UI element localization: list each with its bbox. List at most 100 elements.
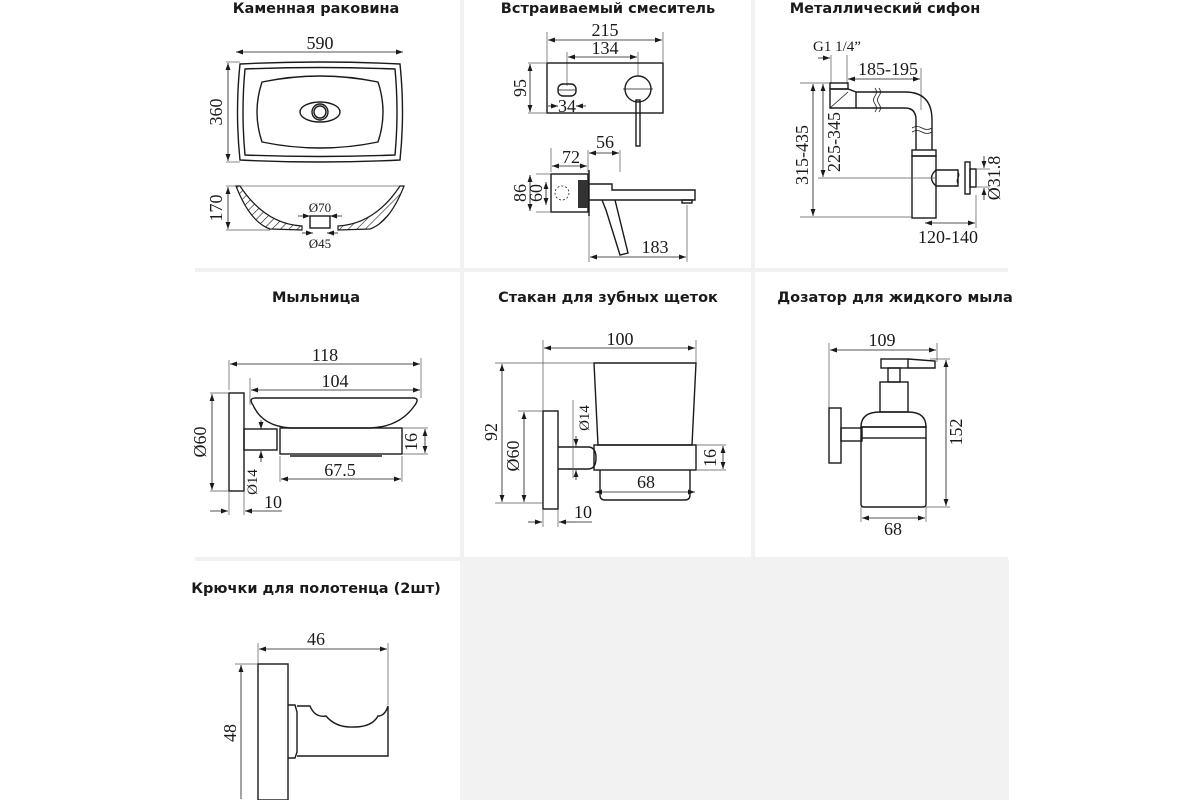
card-title: Мыльница (272, 290, 360, 306)
drain-inner (313, 105, 327, 119)
tray-holder (279, 427, 403, 455)
card-siphon: Металлический сифон G1 1/4” 185-195 (790, 1, 1004, 247)
dim-stem: Ø14 (577, 405, 593, 431)
cartridge (554, 185, 570, 201)
sink-bowl (256, 75, 384, 149)
dim-total: 109 (869, 330, 896, 350)
dim-dish: 104 (322, 371, 349, 391)
dim-thread: G1 1/4” (813, 39, 861, 55)
wall-flange (257, 663, 289, 800)
sink-rim-inner (242, 66, 398, 158)
dim-height: 152 (946, 419, 966, 446)
dim-spout: 183 (642, 237, 669, 257)
wall-flange (542, 410, 559, 510)
spout (589, 183, 696, 201)
card-soap-dispenser: Дозатор для жидкого мыла 109 152 68 (777, 290, 1013, 539)
pipe-inner (856, 107, 917, 150)
break-mark (956, 171, 960, 185)
card-towel-hooks: Крючки для полотенца (2шт) 46 48 (191, 581, 441, 800)
hook-arm (297, 705, 389, 757)
card-toothbrush-glass: Стакан для зубных щеток 100 92 Ø60 Ø14 (481, 290, 726, 527)
glass-bottom (599, 470, 691, 501)
stem (243, 428, 278, 451)
pump-stem (887, 367, 901, 383)
dim-holder: 16 (700, 449, 720, 467)
wall-flange (228, 392, 245, 492)
lever-side (601, 199, 629, 256)
wall-flange (964, 161, 971, 195)
card-title: Встраиваемый смеситель (501, 1, 715, 17)
dim-height-inner: 60 (526, 184, 546, 202)
glass-cup (593, 362, 697, 446)
dim-wall-distance: 120-140 (918, 227, 978, 247)
dim-height: 48 (220, 724, 240, 742)
break-mark (911, 130, 933, 134)
dim-height: 170 (206, 195, 226, 222)
dim-plate-height: 95 (510, 79, 530, 97)
stem (840, 427, 863, 442)
mixer-lever (635, 99, 641, 147)
siphon-body (911, 155, 937, 219)
dim-total: 100 (607, 329, 634, 349)
break-mark (873, 87, 877, 113)
dim-stem: Ø14 (245, 469, 261, 495)
dim-outlet-diameter: Ø31.8 (984, 156, 1004, 201)
sink-wall-right (337, 185, 405, 231)
sink-rim-outer (236, 61, 404, 163)
separator-col-1 (460, 0, 464, 560)
dim-width: 590 (307, 33, 334, 53)
pump-collar (879, 381, 909, 413)
dim-height-outlet: 225-345 (824, 112, 844, 172)
pipe-outer (856, 91, 933, 150)
dim-height-outer: 86 (510, 184, 530, 202)
dim-depth: 360 (206, 99, 226, 126)
break-mark (877, 87, 881, 113)
dim-base: Ø60 (503, 441, 523, 472)
dim-flange: 10 (264, 492, 282, 512)
wall-socket (969, 168, 977, 188)
aerator (681, 199, 693, 204)
card-title: Дозатор для жидкого мыла (777, 290, 1013, 306)
card-soap-dish: Мыльница 118 104 Ø60 Ø14 16 (190, 290, 428, 515)
dim-glass: 68 (637, 472, 655, 492)
dim-plate-width: 215 (592, 20, 619, 40)
separator-col-2 (751, 0, 755, 560)
pump-head (880, 358, 909, 369)
dispenser-glass (860, 438, 927, 508)
pump-spout (907, 358, 936, 369)
dim-reach: 185-195 (858, 59, 918, 79)
dim-outlet-inner: Ø45 (309, 236, 331, 251)
wall-flange (828, 407, 842, 464)
dim-height-total: 315-435 (792, 125, 812, 185)
dim-front-depth: 56 (596, 132, 614, 152)
mixer-thread (578, 180, 588, 208)
siphon-nut (829, 82, 849, 90)
dim-total: 118 (312, 345, 338, 365)
sink-wall-left (235, 185, 303, 231)
dim-body-depth: 72 (562, 147, 580, 167)
drain-outer (299, 101, 341, 123)
pump-cap (860, 411, 927, 428)
siphon-outlet (936, 169, 959, 187)
mixer-plate (546, 62, 664, 114)
card-mixer: Встраиваемый смеситель 215 134 95 34 (501, 1, 715, 262)
dim-axis-distance: 134 (592, 38, 619, 58)
dim-holder: 16 (401, 433, 421, 451)
dim-flange: 10 (574, 502, 592, 522)
card-title: Металлический сифон (790, 1, 981, 17)
siphon-elbow (829, 88, 857, 109)
siphon-cap (911, 149, 937, 157)
empty-cell (460, 560, 1009, 800)
dispenser-holder (860, 426, 927, 439)
dim-base: Ø60 (190, 427, 210, 458)
glass-holder (593, 444, 697, 471)
dim-depth: 46 (307, 629, 325, 649)
card-sink: Каменная раковина 590 360 170 (206, 1, 405, 251)
dim-tray: 67.5 (324, 460, 356, 480)
break-mark (911, 126, 933, 130)
card-title: Каменная раковина (233, 1, 400, 17)
separator-row-1 (195, 268, 1008, 272)
card-title: Стакан для зубных щеток (498, 290, 718, 306)
